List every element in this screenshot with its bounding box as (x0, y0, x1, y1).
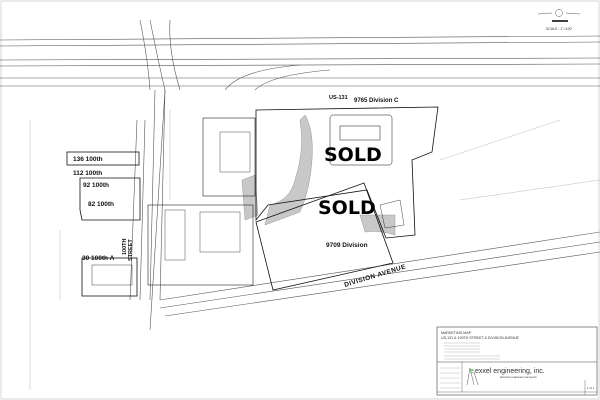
us-131-highway (0, 19, 600, 331)
company-logo-icon (466, 367, 479, 386)
lot-label-92: 92 100th (83, 182, 109, 189)
title-block-title: MARKETING MAP (441, 331, 472, 335)
company-logo-prefix: e (470, 368, 474, 375)
title-block-subtitle: US-131 & 100TH STREET & DIVISION AVENUE (441, 336, 520, 340)
svg-text:STREET: STREET (128, 239, 134, 261)
sold-label-south: SOLD (318, 197, 376, 219)
lot-label-30: 30 100th A (82, 255, 115, 262)
wetland-areas (241, 114, 396, 236)
sheet-number: 1 of 1 (587, 386, 595, 390)
lot-label-112: 112 100th (73, 170, 102, 177)
parcel-label-9709: 9709 Division (326, 242, 368, 249)
svg-text:100TH: 100TH (122, 238, 128, 255)
parcel-9765-division (255, 106, 439, 239)
sold-label-north: SOLD (324, 144, 382, 166)
scale-label: SCALE : 1"=100' (546, 27, 572, 31)
central-buildings (147, 117, 256, 286)
north-arrow-icon (537, 9, 581, 22)
company-name: exxel engineering, inc. (475, 368, 545, 375)
lot-label-136: 136 100th (73, 156, 103, 163)
100th-street-road (129, 89, 166, 301)
lot-label-82: 82 100th (88, 201, 114, 208)
parcel-lines (29, 110, 600, 390)
west-lots (66, 151, 141, 297)
parcel-label-9765: 9765 Division C (354, 98, 399, 104)
company-tagline: planners engineers surveyors (500, 375, 537, 379)
street-label-100th: 100TH STREET (122, 238, 134, 261)
title-block: MARKETING MAP US-131 & 100TH STREET & DI… (436, 326, 598, 396)
parcel-9709-division (255, 182, 394, 291)
highway-label: US-131 (329, 95, 348, 101)
